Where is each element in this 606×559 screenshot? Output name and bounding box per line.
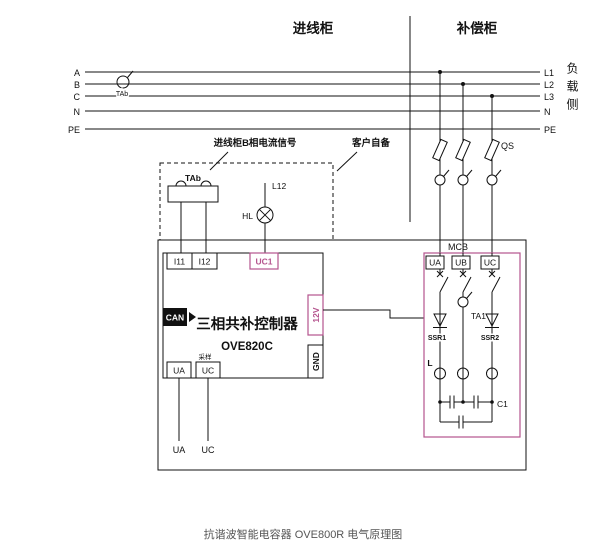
terminal-tick-1-icon [443,169,450,177]
terminal-uc-label: UC [202,366,214,376]
terminal-uc1-label: UC1 [255,257,272,267]
fuse-blade-2-icon [455,138,471,162]
ct-coil-bumps-icon [175,180,212,187]
bus-label-c: C [74,92,81,102]
feeder-drops: QS [432,70,514,253]
signal-leader-line [209,151,229,171]
bank-uc-label: UC [484,258,496,268]
reactor-label: L [427,358,432,368]
bank-ub-box [451,255,471,270]
ta1-circle-icon [457,296,469,308]
bus-label-l3: L3 [544,92,554,102]
controller-model: OVE820C [221,341,273,353]
mcb-label: MCB [448,242,468,252]
ssr1-label: SSR1 [428,335,446,342]
can-port-label: CAN [166,313,184,323]
can-arrow-icon [189,312,196,322]
breaker-a-icon [436,270,449,293]
wire-uc-label: UC [202,445,215,455]
bank-uc-box [480,255,500,270]
terminal-ua-label: UA [173,366,185,376]
bus-label-b: B [74,80,80,90]
ssr2-line-icon [485,314,499,328]
bus-label-pe: PE [68,125,80,135]
terminal-gnd-box [307,344,324,379]
capacitor-bank-block: MCB UA UB UC TA1 SSR1 SSR2 L [423,242,521,438]
terminal-circle-3-icon [486,174,498,186]
terminal-12v-label: 12V [311,307,321,322]
customer-note: 客户自备 [351,137,391,149]
ta1-label: TA1 [471,311,486,321]
coil-ct-label: TAb [185,173,201,183]
main-ct-label: TAb [116,91,128,98]
lamp-hl-label: HL [242,211,253,221]
bus-label-pe2: PE [544,125,556,135]
ta1-tick-icon [466,291,473,299]
drawing-title: 抗谐波智能电容器 OVE800R 电气原理图 [204,527,403,541]
bus-label-n: N [74,107,81,117]
ct-tick-icon [127,70,134,78]
terminal-i12-box [191,252,218,270]
controller-name: 三相共补控制器 [196,315,298,333]
voltage-sampling-wires [178,378,209,441]
qs-label: QS [501,141,514,151]
annotations: 进线柜B相电流信号 客户自备 [209,136,392,172]
bank-ua-label: UA [429,258,441,268]
incoming-cabinet-title: 进线柜 [293,20,334,36]
control-supply-wire [323,309,424,319]
terminal-tick-2-icon [466,169,473,177]
terminal-circle-2-icon [457,174,469,186]
current-signal-note: 进线柜B相电流信号 [214,137,297,149]
reactor-b-icon [457,367,469,380]
breaker-b-icon [459,270,472,293]
cap-node-dot-2 [461,400,465,404]
signal-dashed-box: TAb L12 HL [159,162,334,253]
bank-ub-label: UB [455,258,467,268]
terminal-i12-label: I12 [199,257,211,267]
fuse-blade-3-icon [484,138,500,162]
controller-block: I11 I12 UC1 CAN 三相共补控制器 OVE820C 12V GND … [162,252,424,455]
capacitor-bank-border [423,252,521,438]
main-enclosure-border [157,239,527,471]
terminal-12v-box [307,294,324,336]
bus-section: A B C N PE L1 L2 L3 N PE [68,68,556,135]
sampling-note: 采样 [199,352,213,361]
breaker-c-icon [488,270,501,293]
compensation-cabinet-title: 补偿柜 [456,20,498,36]
wire-l12-label: L12 [272,181,286,191]
terminal-gnd-label: GND [311,352,321,371]
wire-ua-label: UA [173,445,186,455]
cap-row2-plates-icon [458,415,464,429]
fuse-blade-1-icon [432,138,448,162]
main-ct-symbol: TAb [114,70,134,100]
ct-circle-icon [116,75,130,89]
terminal-circle-1-icon [434,174,446,186]
can-port-box [163,308,187,326]
load-side-label: 负载侧 [565,62,579,116]
bus-label-a: A [74,68,80,78]
ct-coil-body-icon [167,185,219,203]
terminal-tick-3-icon [495,169,502,177]
lamp-cross-icon [258,208,272,222]
reactor-c-icon [486,367,498,380]
ssr2-label: SSR2 [481,335,499,342]
cap-row1-plates-icon [449,395,479,409]
ssr1-line-icon [433,314,447,328]
capacitor-c1-label: C1 [497,399,508,409]
bus-label-l2: L2 [544,80,554,90]
cap-node-dot-1 [438,400,442,404]
customer-leader-line [336,151,358,172]
bus-label-l1: L1 [544,68,554,78]
bus-label-n2: N [544,107,551,117]
cap-node-dot-3 [490,400,494,404]
header-section: 进线柜 补偿柜 负载侧 [293,16,579,222]
terminal-i11-label: I11 [174,257,185,267]
terminal-uc1-box [249,252,279,270]
ct-secondary-wires [180,202,207,253]
bank-ua-box [425,255,445,270]
reactor-a-icon [434,367,446,380]
